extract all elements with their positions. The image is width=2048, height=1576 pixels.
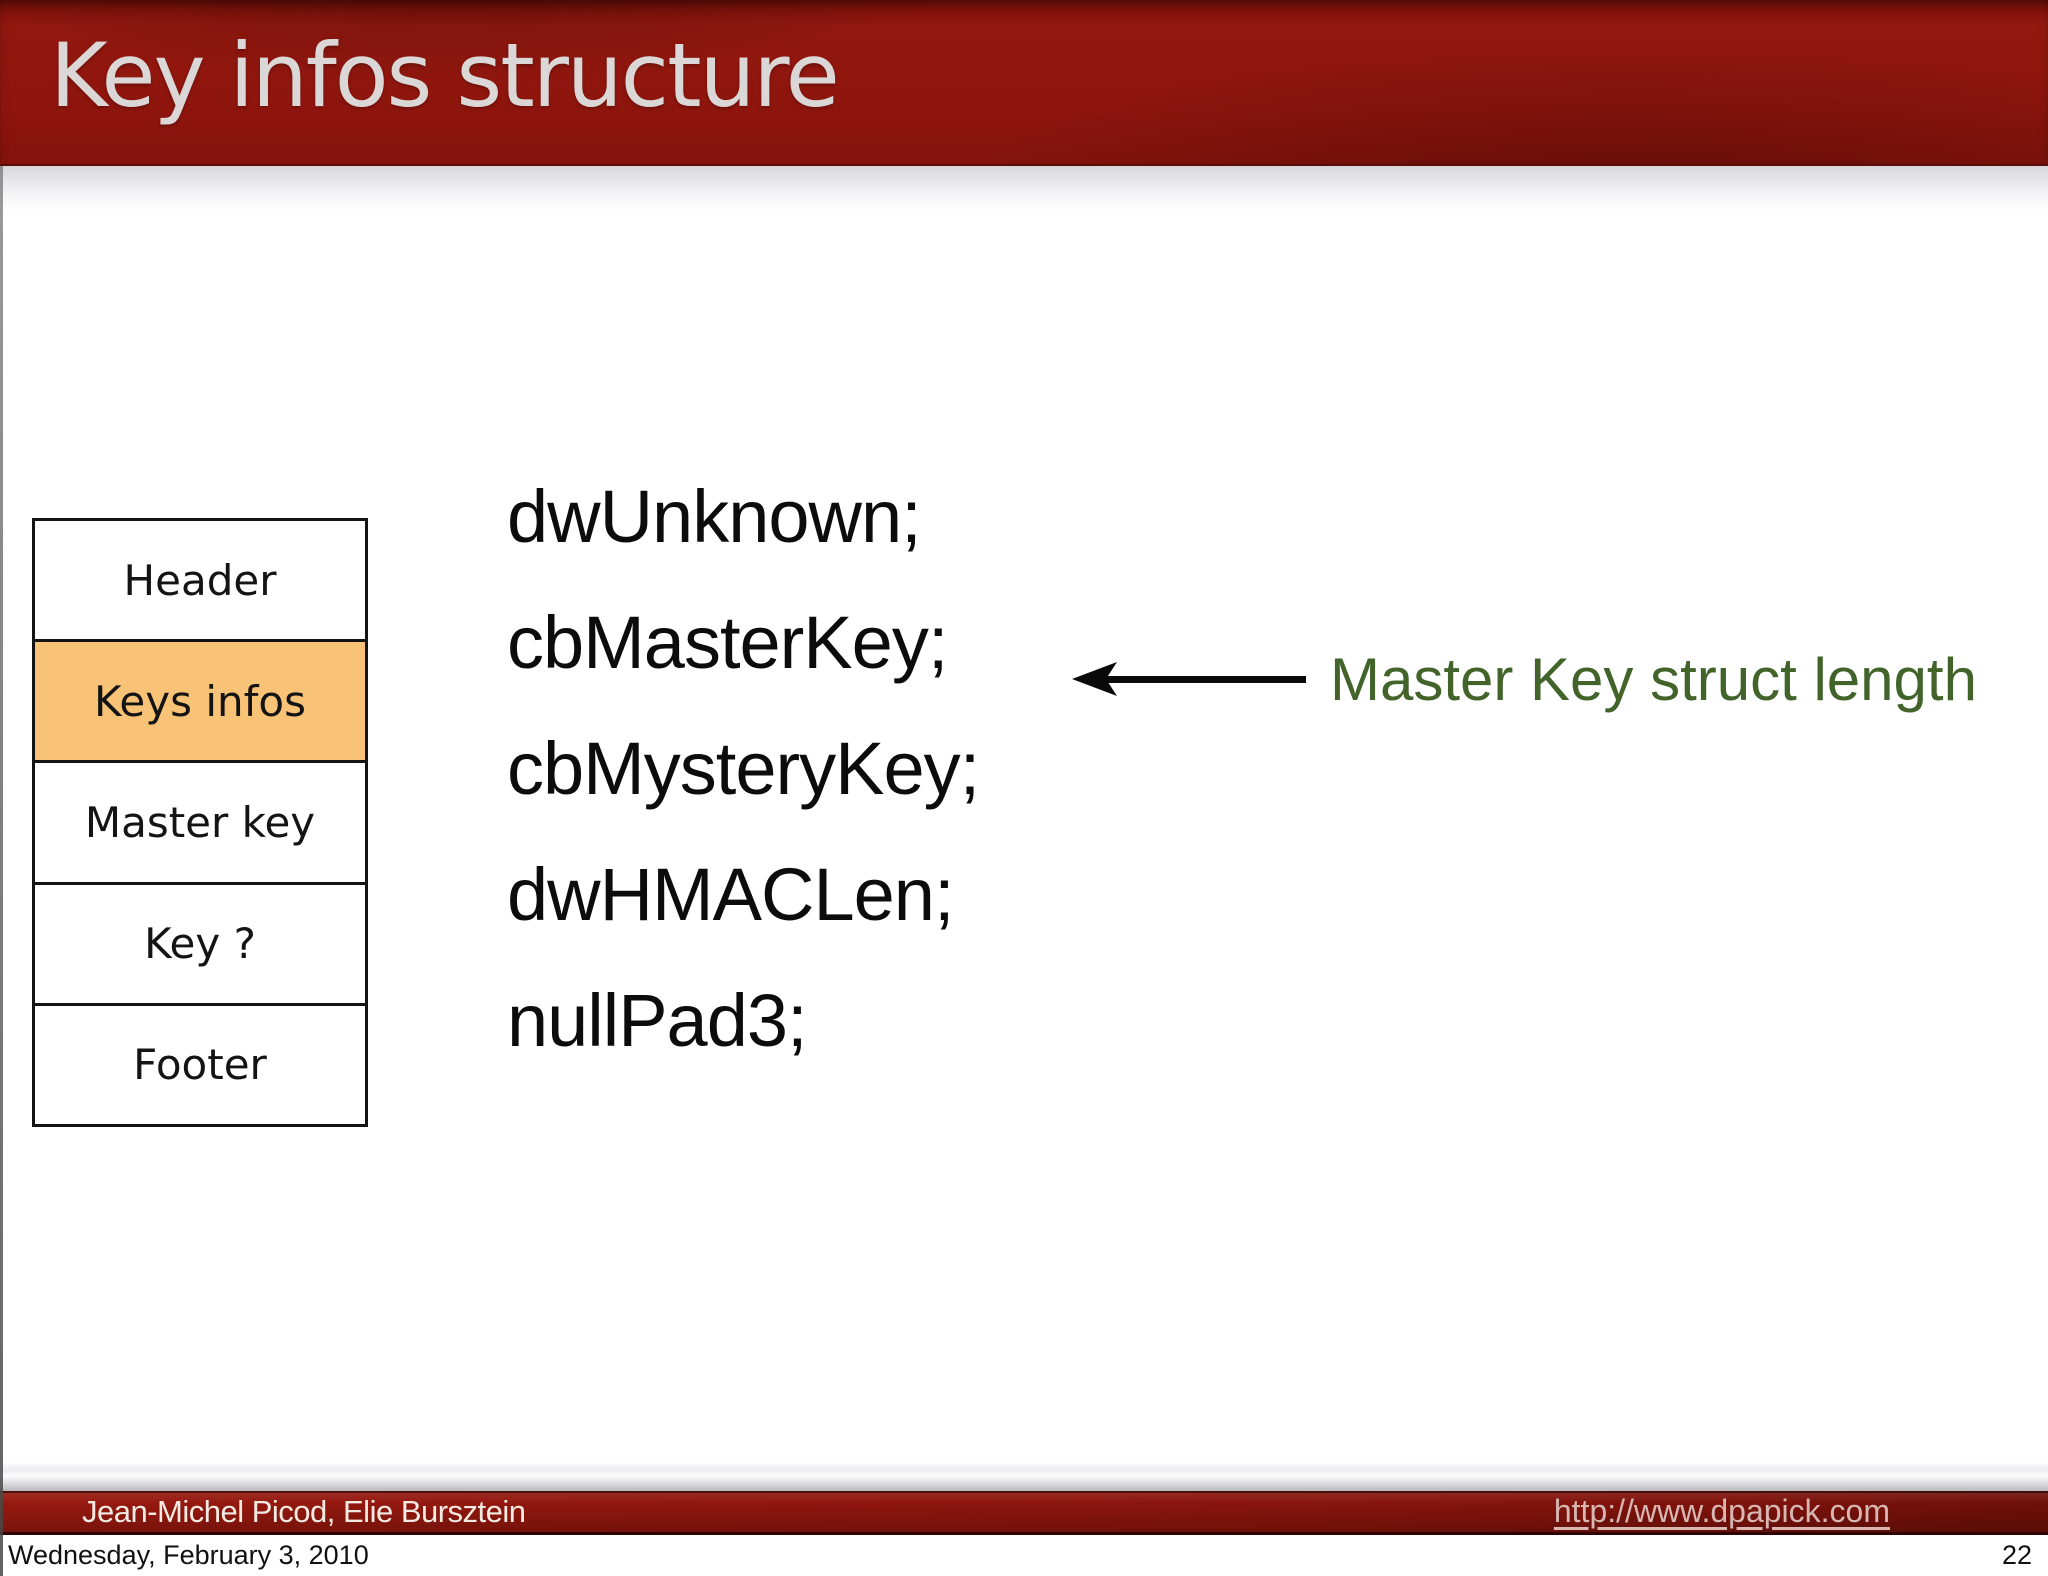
diagram-row-label: Footer: [133, 1040, 267, 1090]
struct-field-list: dwUnknown; cbMasterKey; cbMysteryKey; dw…: [507, 454, 980, 1084]
struct-field: dwHMACLen;: [507, 853, 955, 936]
slide-title: Key infos structure: [50, 24, 840, 127]
header-gradient: [0, 166, 2048, 212]
page-curl-gradient: [0, 1462, 2048, 1491]
structure-diagram: Header Keys infos Master key Key ? Foote…: [32, 518, 368, 1127]
diagram-row-label: Header: [123, 555, 277, 605]
diagram-row-key-question: Key ?: [35, 884, 365, 1006]
slide-header-banner: Key infos structure: [0, 0, 2048, 166]
status-bar: Wednesday, February 3, 2010 22: [0, 1535, 2048, 1576]
footer-bar: Jean-Michel Picod, Elie Bursztein http:/…: [0, 1491, 2048, 1535]
window-left-edge: [0, 166, 3, 1576]
diagram-row-label: Master key: [84, 798, 316, 847]
diagram-row-keys-infos: Keys infos: [35, 642, 365, 764]
struct-field: cbMasterKey;: [507, 601, 948, 684]
diagram-row-header: Header: [35, 521, 365, 643]
struct-field: cbMysteryKey;: [507, 727, 980, 810]
struct-field: nullPad3;: [507, 979, 808, 1062]
diagram-row-master-key: Master key: [35, 763, 365, 885]
diagram-row-footer: Footer: [35, 1005, 365, 1125]
footer-authors: Jean-Michel Picod, Elie Bursztein: [82, 1493, 526, 1529]
annotation-label: Master Key struct length: [1330, 646, 1977, 713]
diagram-row-label: Keys infos: [93, 676, 307, 726]
diagram-row-label: Key ?: [144, 919, 256, 969]
status-date: Wednesday, February 3, 2010: [8, 1540, 369, 1570]
page-number: 22: [2001, 1540, 2032, 1570]
footer-url-link[interactable]: http://www.dpapick.com: [1553, 1493, 1890, 1529]
struct-field: dwUnknown;: [507, 475, 922, 558]
arrow-left-icon: [1072, 662, 1306, 696]
